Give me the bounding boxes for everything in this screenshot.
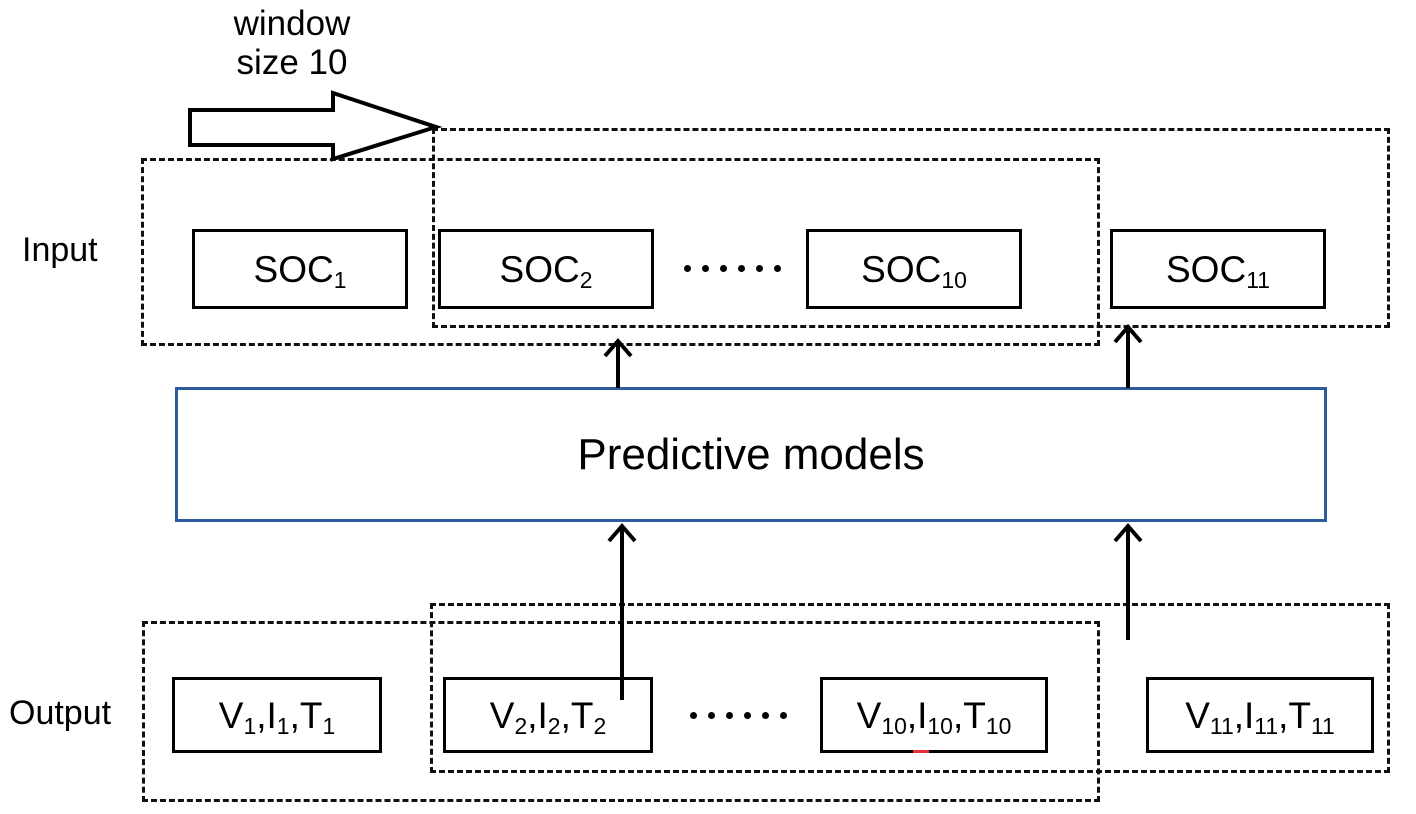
arrow-model-to-input-soc11 [1113, 323, 1143, 388]
predictive-models-box[interactable]: Predictive models [175, 387, 1327, 522]
input-row-label: Input [22, 231, 98, 269]
input-label-soc10: SOC10 [861, 248, 967, 293]
spellcheck-mark-icon [913, 750, 929, 753]
output-box-vit11[interactable]: V11,I11,T11 [1146, 677, 1374, 753]
input-label-soc11: SOC11 [1166, 248, 1270, 293]
output-label-vit1: V1,I1,T1 [218, 694, 336, 739]
input-window-2-group [432, 128, 1390, 328]
input-box-soc10[interactable]: SOC10 [806, 229, 1022, 309]
input-label-soc1: SOC1 [253, 248, 347, 293]
output-box-vit2[interactable]: V2,I2,T2 [443, 677, 653, 753]
output-box-vit10[interactable]: V10,I10,T10 [820, 677, 1048, 753]
output-window-2-group [430, 603, 1390, 773]
output-row-label: Output [9, 694, 112, 732]
input-label-soc2: SOC2 [499, 248, 593, 293]
output-label-vit10: V10,I10,T10 [856, 694, 1012, 739]
arrow-model-to-input-window2 [603, 337, 633, 388]
output-ellipsis [690, 712, 787, 719]
window-size-caption: window size 10 [233, 4, 351, 83]
output-label-vit11: V11,I11,T11 [1185, 694, 1335, 739]
input-box-soc2[interactable]: SOC2 [438, 229, 654, 309]
input-box-soc1[interactable]: SOC1 [192, 229, 408, 309]
input-ellipsis [684, 265, 781, 272]
predictive-models-label: Predictive models [577, 429, 925, 479]
output-box-vit1[interactable]: V1,I1,T1 [172, 677, 382, 753]
input-box-soc11[interactable]: SOC11 [1110, 229, 1326, 309]
window-slide-arrow-icon [188, 90, 443, 162]
output-label-vit2: V2,I2,T2 [489, 694, 607, 739]
